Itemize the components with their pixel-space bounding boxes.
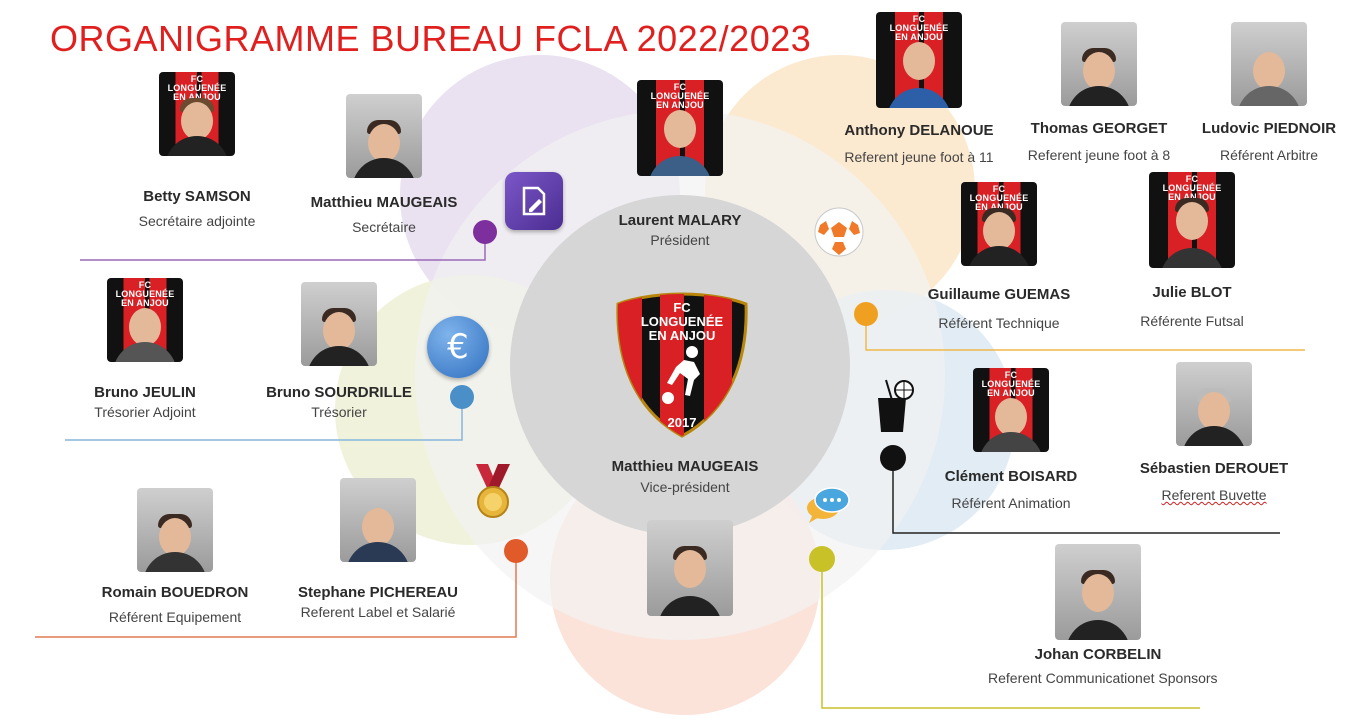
member-name: Bruno SOURDRILLE [266,384,412,401]
member-name: Matthieu MAUGEAIS [310,194,458,211]
member-card-sebastien: Sébastien DEROUET Referent Buvette [1119,362,1309,503]
member-name: Ludovic PIEDNOIR [1201,120,1337,137]
connector-treasury [65,397,463,441]
member-role: Vice-président [640,479,730,495]
crest-location-text: EN ANJOU [649,328,716,343]
member-name: Stephane PICHEREAU [297,584,459,601]
member-name: Clément BOISARD [944,468,1078,485]
member-role: Referent Label et Salarié [300,604,456,620]
club-crest-logo: FC LONGUENÉE EN ANJOU 2017 [612,290,752,440]
member-photo [340,478,416,562]
member-name: Julie BLOT [1152,284,1232,301]
dot-buvette [880,445,906,471]
chat-bubble-icon [805,484,851,524]
member-photo [301,282,377,366]
member-name: Betty SAMSON [143,188,251,205]
member-role: Referent jeune foot à 11 [844,149,994,165]
soccer-ball-icon [812,205,866,259]
member-name: Laurent MALARY [618,212,742,229]
connector-buvette [892,458,1280,534]
dot-communication [809,546,835,572]
member-card-thomas: Thomas GEORGET Referent jeune foot à 8 [1004,22,1194,163]
member-photo [1061,22,1137,106]
member-photo [1176,362,1252,446]
member-card-stephane: Stephane PICHEREAU Referent Label et Sal… [283,478,473,620]
member-name: Matthieu MAUGEAIS [611,458,759,475]
dot-sport [854,302,878,326]
member-role: Trésorier Adjoint [94,404,196,420]
connector-communication [821,559,1200,709]
member-photo [1055,544,1141,640]
crest-name-text: LONGUENÉE [641,314,724,329]
crest-fc-text: FC [673,300,691,315]
document-edit-icon [505,172,563,230]
dot-secretariat [473,220,497,244]
member-name: Anthony DELANOUE [844,122,994,139]
member-name: Bruno JEULIN [94,384,196,401]
member-name: Sébastien DEROUET [1139,460,1289,477]
member-card-bruno-sourdrille: Bruno SOURDRILLE Trésorier [244,282,434,420]
euro-icon: € [427,316,489,378]
member-photo [647,520,733,616]
member-photo [346,94,422,178]
member-photo-vice-president [595,520,785,616]
dot-treasury [450,385,474,409]
member-card-johan: Johan CORBELIN Referent Communicationet … [988,544,1218,686]
member-card-matthieu-secretaire: Matthieu MAUGEAIS Secrétaire [289,94,479,235]
member-role: Référente Futsal [1140,313,1244,329]
member-role: Referent Communicationet Sponsors [988,670,1218,686]
member-role: Secrétaire [352,219,416,235]
member-photo [1231,22,1307,106]
member-name: Johan CORBELIN [1034,646,1162,663]
member-name: Thomas GEORGET [1030,120,1168,137]
drink-icon [872,378,916,434]
member-role: Secrétaire adjointe [138,213,256,229]
page-title: ORGANIGRAMME BUREAU FCLA 2022/2023 [50,18,812,59]
member-role: Référent Arbitre [1219,147,1319,163]
member-role: Referent jeune foot à 8 [1027,147,1171,163]
member-card-romain: Romain BOUEDRON Référent Equipement [80,488,270,625]
member-role: Referent Buvette [1161,487,1267,503]
crest-year-text: 2017 [668,415,697,430]
connector-sport [865,314,1305,351]
member-name: Romain BOUEDRON [101,584,249,601]
member-role: Référent Animation [951,495,1071,511]
member-card-ludovic: Ludovic PIEDNOIR Référent Arbitre [1174,22,1351,163]
vice-president-label: Matthieu MAUGEAIS Vice-président [565,458,805,495]
member-role: Référent Technique [938,315,1060,331]
member-photo [137,488,213,572]
connector-equipment [35,551,517,638]
member-role: Référent Equipement [108,609,242,625]
dot-equipment [504,539,528,563]
member-name: Guillaume GUEMAS [927,286,1071,303]
member-role: Trésorier [311,404,367,420]
medal-icon [470,462,516,522]
member-role: Président [650,232,710,248]
